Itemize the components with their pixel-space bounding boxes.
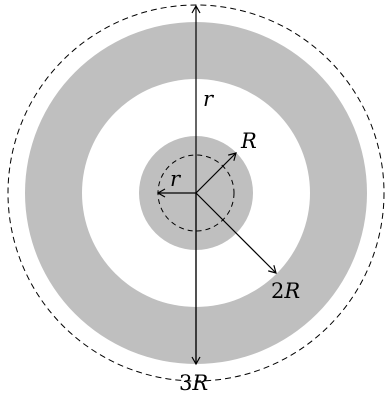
two-R-arrow xyxy=(195,192,277,274)
label-r-inner: r xyxy=(170,167,182,191)
label-3R-symbol: R xyxy=(191,371,208,395)
R-arrow xyxy=(195,152,237,194)
label-r-outer: r xyxy=(203,87,215,111)
label-2R-number: 2 xyxy=(271,279,284,303)
label-3R-number: 3 xyxy=(179,371,192,395)
label-2R-symbol: R xyxy=(283,279,300,303)
label-2R: 2R xyxy=(271,279,300,303)
label-R: R xyxy=(240,129,257,153)
label-3R: 3R xyxy=(179,371,208,395)
